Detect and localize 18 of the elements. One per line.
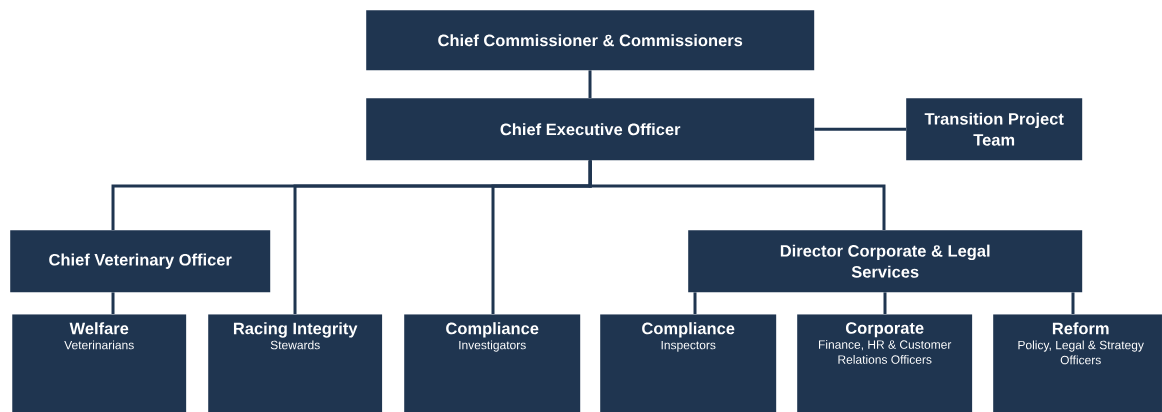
org-box: Compliance Investigators bbox=[404, 314, 581, 412]
connector-line bbox=[883, 292, 887, 314]
connector-line bbox=[693, 292, 697, 314]
org-box: Transition Project Team bbox=[906, 98, 1083, 161]
connector-line bbox=[1071, 292, 1075, 314]
org-box: Chief Commissioner & Commissioners bbox=[366, 10, 815, 71]
connector-line bbox=[588, 160, 886, 230]
org-box: Director Corporate & Legal Services bbox=[688, 230, 1083, 293]
org-box: Reform Policy, Legal & Strategy Officers bbox=[993, 314, 1162, 412]
org-box: Chief Executive Officer bbox=[366, 98, 815, 161]
org-box: Racing Integrity Stewards bbox=[208, 314, 383, 412]
org-box: Corporate Finance, HR & Customer Relations Officers bbox=[797, 314, 973, 412]
connector-line bbox=[111, 292, 115, 314]
connector-line bbox=[588, 70, 592, 98]
org-box: Welfare Veterinarians bbox=[12, 314, 187, 412]
org-box: Compliance Inspectors bbox=[600, 314, 777, 412]
org-box: Chief Veterinary Officer bbox=[10, 230, 271, 293]
connector-line bbox=[814, 127, 906, 131]
